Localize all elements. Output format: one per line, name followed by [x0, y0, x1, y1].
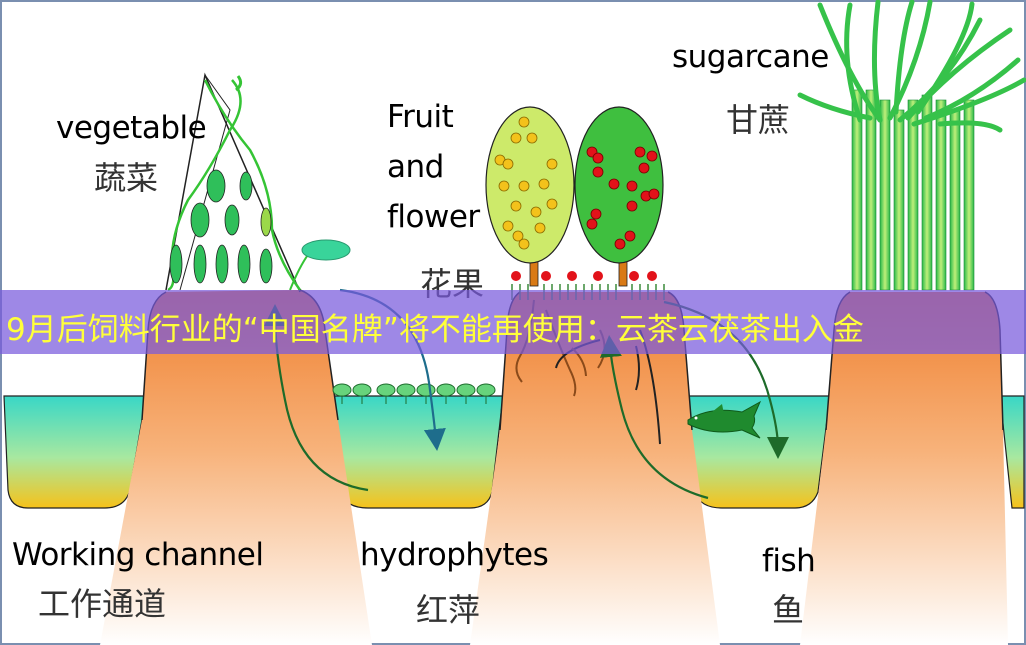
ridge-sugarcane — [800, 292, 1008, 645]
fruit-trees — [485, 106, 665, 445]
overlay-banner-text[interactable]: 9月后饲料行业的“中国名牌”将不能再使用：云茶云茯茶出入金 — [6, 312, 864, 348]
label-fruit-en-2: and — [387, 149, 444, 185]
label-hydro-en: hydrophytes — [360, 537, 549, 573]
label-sugarcane-en: sugarcane — [672, 39, 829, 75]
label-vegetable-zh: 蔬菜 — [94, 159, 159, 197]
sugarcane-plants — [797, 0, 1026, 291]
label-fish-zh: 鱼 — [772, 591, 805, 629]
label-channel-zh: 工作通道 — [38, 585, 167, 623]
ridge-fruit — [470, 292, 720, 645]
label-sugarcane-zh: 甘蔗 — [726, 101, 791, 139]
channel-water-left — [3, 395, 147, 509]
label-channel-en: Working channel — [12, 537, 264, 573]
overlay-banner — [0, 290, 1026, 354]
label-fish-en: fish — [762, 543, 816, 579]
channel-water-far-right — [999, 395, 1025, 509]
label-vegetable-en: vegetable — [56, 110, 207, 146]
ridge-vegetable — [100, 290, 372, 645]
label-fruit-en-1: Fruit — [387, 99, 454, 135]
arrow-fish-to-fruit — [599, 335, 709, 500]
label-hydro-zh: 红萍 — [416, 591, 481, 629]
label-fruit-en-3: flower — [387, 199, 480, 235]
vegetable-plant — [165, 72, 351, 293]
fish-shape — [687, 400, 762, 439]
channel-water-middle — [322, 395, 504, 509]
